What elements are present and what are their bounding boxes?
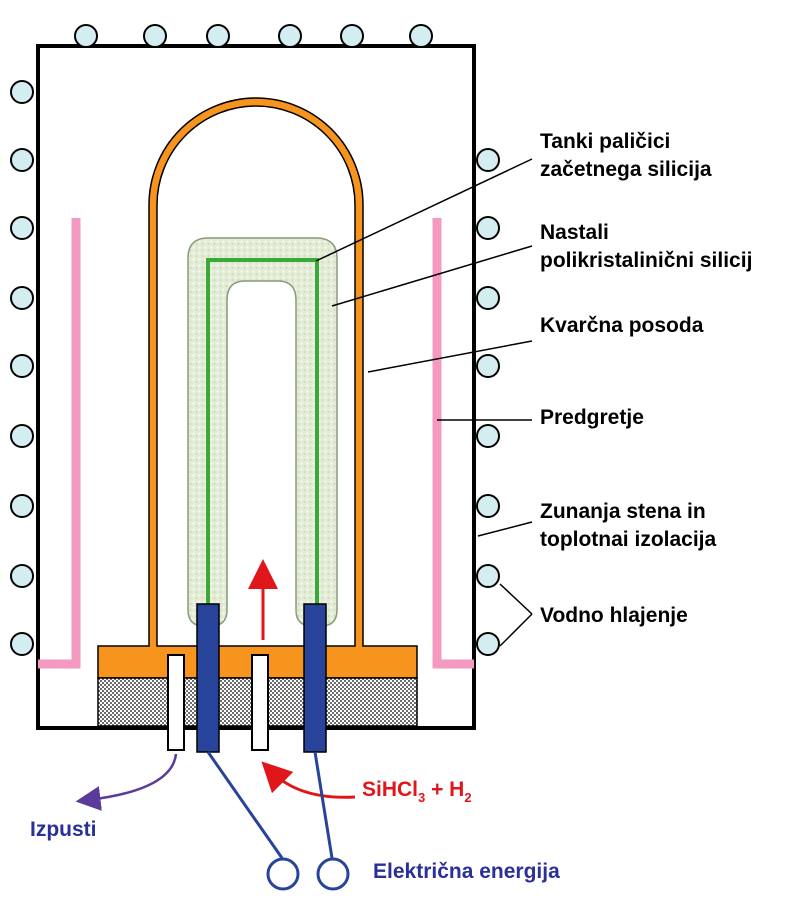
water-cooling-circle-icon [74, 24, 98, 48]
water-cooling-circle-icon [476, 216, 500, 240]
leader-cooling-bottom [499, 613, 533, 647]
water-cooling-circle-icon [340, 24, 364, 48]
gas-inlet-tube [251, 654, 269, 751]
power-wire-right [313, 751, 334, 859]
leader-quartz [367, 340, 533, 373]
water-cooling-circle-icon [476, 494, 500, 518]
leader-wall [477, 521, 533, 537]
electric-terminal-icon [266, 857, 300, 891]
water-cooling-circle-icon [476, 148, 500, 172]
arrow-left-icon [75, 753, 178, 811]
label-gas: SiHCl3 + H2 [362, 778, 472, 805]
power-wire-left [206, 751, 284, 859]
label-cooling: Vodno hlajenje [540, 604, 688, 627]
electric-terminal-icon [316, 857, 350, 891]
preheater-right [432, 218, 474, 669]
polysilicon-deposit [187, 237, 338, 627]
water-cooling-circle-icon [278, 24, 302, 48]
water-cooling-circle-icon [143, 24, 167, 48]
leader-rods [315, 158, 533, 262]
outer-wall [36, 44, 476, 730]
water-cooling-circle-icon [10, 354, 34, 378]
electrode-right [303, 603, 327, 753]
label-polysilicon: Nastali polikristalinični silicij [540, 221, 753, 272]
label-quartz: Kvarčna posoda [540, 314, 704, 337]
water-cooling-circle-icon [10, 564, 34, 588]
preheater-left [38, 218, 81, 669]
water-cooling-circle-icon [476, 564, 500, 588]
water-cooling-circle-icon [476, 424, 500, 448]
leader-cooling-top [499, 583, 533, 615]
exhaust-tube [167, 654, 185, 751]
seed-rod [206, 258, 319, 612]
water-cooling-circle-icon [206, 24, 230, 48]
label-exhaust: Izpusti [30, 818, 97, 841]
water-cooling-circle-icon [476, 286, 500, 310]
water-cooling-circle-icon [476, 632, 500, 656]
water-cooling-circle-icon [476, 354, 500, 378]
water-cooling-circle-icon [10, 216, 34, 240]
cooling-circles [10, 24, 500, 656]
water-cooling-circle-icon [10, 424, 34, 448]
electrode-left [196, 603, 220, 753]
quartz-vessel [97, 97, 418, 679]
leader-poly [331, 245, 533, 307]
label-wall: Zunanja stena in toplotnai izolacija [540, 500, 717, 551]
water-cooling-circle-icon [10, 148, 34, 172]
label-power: Električna energija [373, 860, 560, 883]
water-cooling-circle-icon [10, 80, 34, 104]
water-cooling-circle-icon [10, 494, 34, 518]
water-cooling-circle-icon [10, 632, 34, 656]
label-preheat: Predgretje [540, 406, 644, 429]
gas-inlet-arrow [261, 761, 356, 799]
label-rods: Tanki paličici začetnega silicija [540, 130, 712, 181]
water-cooling-circle-icon [409, 24, 433, 48]
water-cooling-circle-icon [10, 286, 34, 310]
